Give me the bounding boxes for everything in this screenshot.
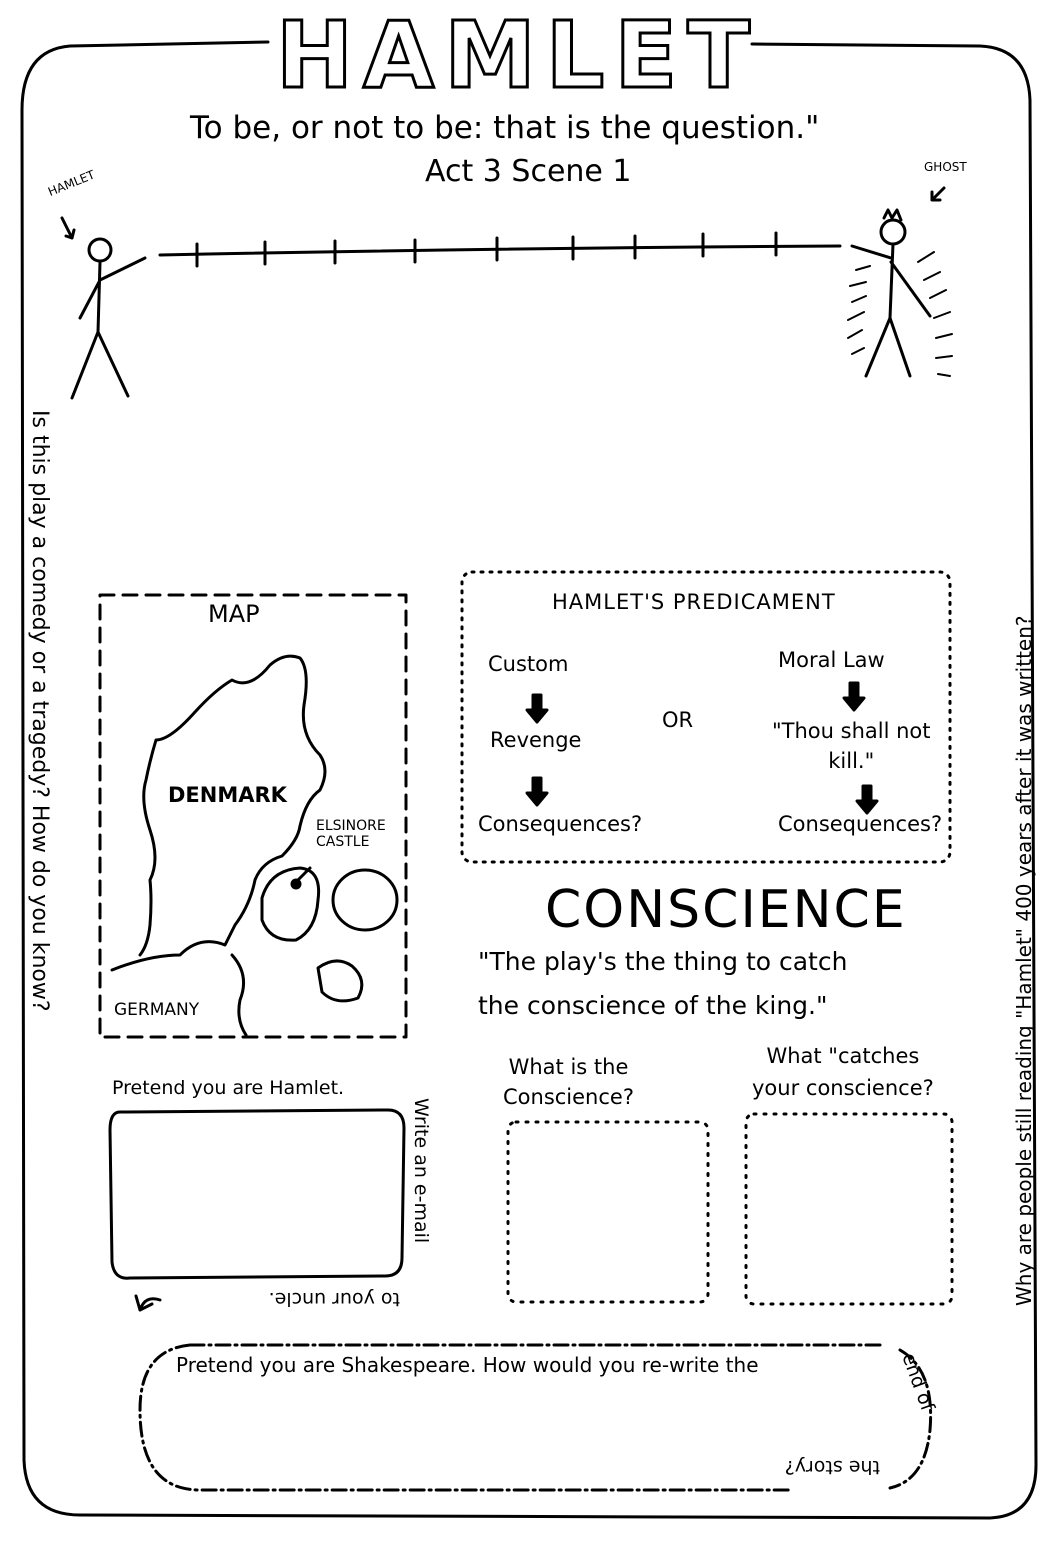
- or-label: OR: [662, 708, 694, 732]
- map-title: MAP: [208, 600, 260, 628]
- timeline-ticks: [195, 231, 778, 268]
- hamlet-quote: To be, or not to be: that is the questio…: [190, 110, 820, 146]
- catches-answer-box: [744, 1112, 954, 1306]
- predicament-title: HAMLET'S PREDICAMENT: [552, 590, 836, 614]
- island-zealand: [260, 866, 321, 942]
- shakespeare-box: [138, 1343, 933, 1492]
- germany-label: GERMANY: [114, 1000, 200, 1020]
- island-lolland: [316, 959, 364, 1003]
- email-bottom-text: to your uncle.: [268, 1288, 400, 1310]
- email-prompt: Pretend you are Hamlet.: [112, 1077, 345, 1099]
- denmark-label: DENMARK: [168, 783, 287, 807]
- thou-shall-not-kill-label: "Thou shall not kill.": [772, 719, 931, 773]
- map-box: [98, 593, 408, 1039]
- timeline-line: [158, 244, 842, 257]
- conscience-question-1: What is the Conscience?: [503, 1055, 634, 1109]
- predicament-box: [460, 570, 952, 864]
- page-title: HAMLET: [275, 1, 760, 111]
- predicament-arrows: [525, 681, 879, 815]
- email-answer-box: [108, 1108, 406, 1280]
- email-return-arrow: [134, 1294, 162, 1312]
- revenge-label: Revenge: [490, 728, 582, 752]
- island-funen: [331, 868, 399, 932]
- conscience-heading: CONSCIENCE: [545, 880, 907, 940]
- moral-law-label: Moral Law: [778, 648, 885, 672]
- conscience-answer-box: [506, 1120, 710, 1304]
- page-frame: [20, 40, 1038, 1520]
- elsinore-label: ELSINORE CASTLE: [316, 818, 386, 850]
- elsinore-marker: [296, 866, 312, 882]
- ghost-label: GHOST: [924, 160, 967, 174]
- shakespeare-prompt: Pretend you are Shakespeare. How would y…: [176, 1353, 759, 1377]
- germany-border: [230, 953, 248, 1037]
- left-consequences-label: Consequences?: [478, 812, 643, 836]
- conscience-question-2: What "catches your conscience?: [752, 1044, 934, 1100]
- conscience-quote: "The play's the thing to catch the consc…: [478, 947, 848, 1020]
- right-consequences-label: Consequences?: [778, 812, 943, 836]
- shakespeare-bottom-text: the story?: [784, 1456, 880, 1478]
- ghost-figure: [847, 186, 953, 378]
- side-question-right: Why are people still reading "Hamlet" 40…: [1012, 615, 1036, 1306]
- email-side-text: Write an e-mail: [410, 1098, 432, 1244]
- hamlet-figure: [60, 216, 147, 400]
- denmark-outline: [110, 654, 327, 972]
- act-scene: Act 3 Scene 1: [425, 154, 632, 189]
- custom-label: Custom: [488, 652, 569, 676]
- side-question-left: Is this play a comedy or a tragedy? How …: [27, 410, 52, 1012]
